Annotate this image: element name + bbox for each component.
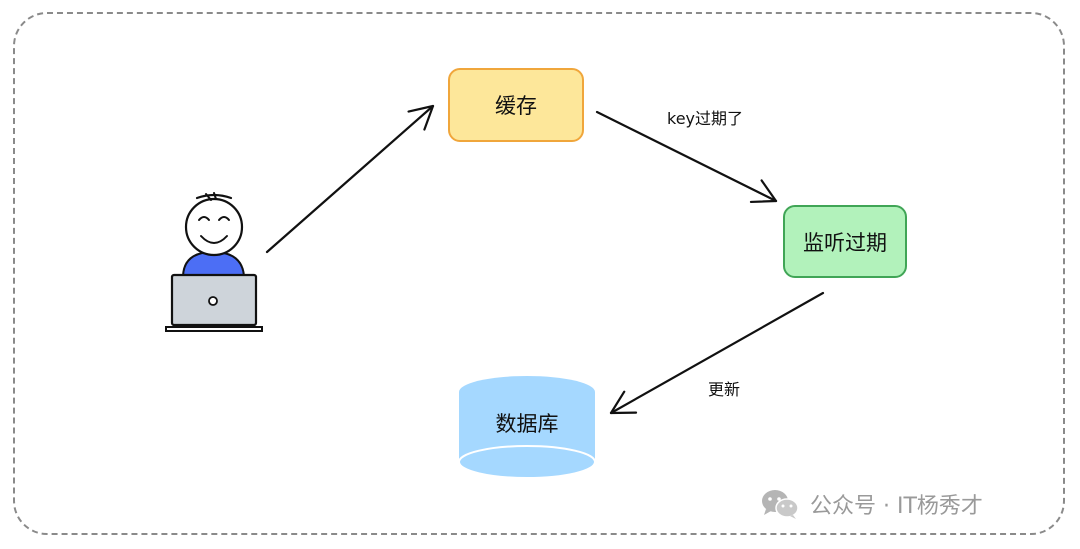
database-node-label: 数据库	[495, 412, 559, 436]
diagram-frame	[13, 12, 1065, 535]
arrow-cache-to-listener	[595, 110, 778, 204]
watermark: 公众号 · IT杨秀才	[760, 488, 983, 520]
arrow-user-to-cache	[265, 104, 435, 254]
edge-label-key-expired: key过期了	[667, 109, 744, 128]
expiry-listener-node: 监听过期	[783, 205, 907, 278]
cache-node-label: 缓存	[495, 94, 537, 118]
wechat-icon	[762, 490, 799, 519]
person-at-laptop-icon	[165, 192, 263, 332]
cache-node: 缓存	[448, 68, 584, 142]
expiry-listener-label: 监听过期	[803, 230, 887, 255]
watermark-text: 公众号 · IT杨秀才	[810, 494, 983, 519]
arrow-listener-to-database	[609, 291, 825, 415]
edge-label-update: 更新	[708, 380, 741, 399]
database-cylinder-icon	[458, 376, 596, 479]
